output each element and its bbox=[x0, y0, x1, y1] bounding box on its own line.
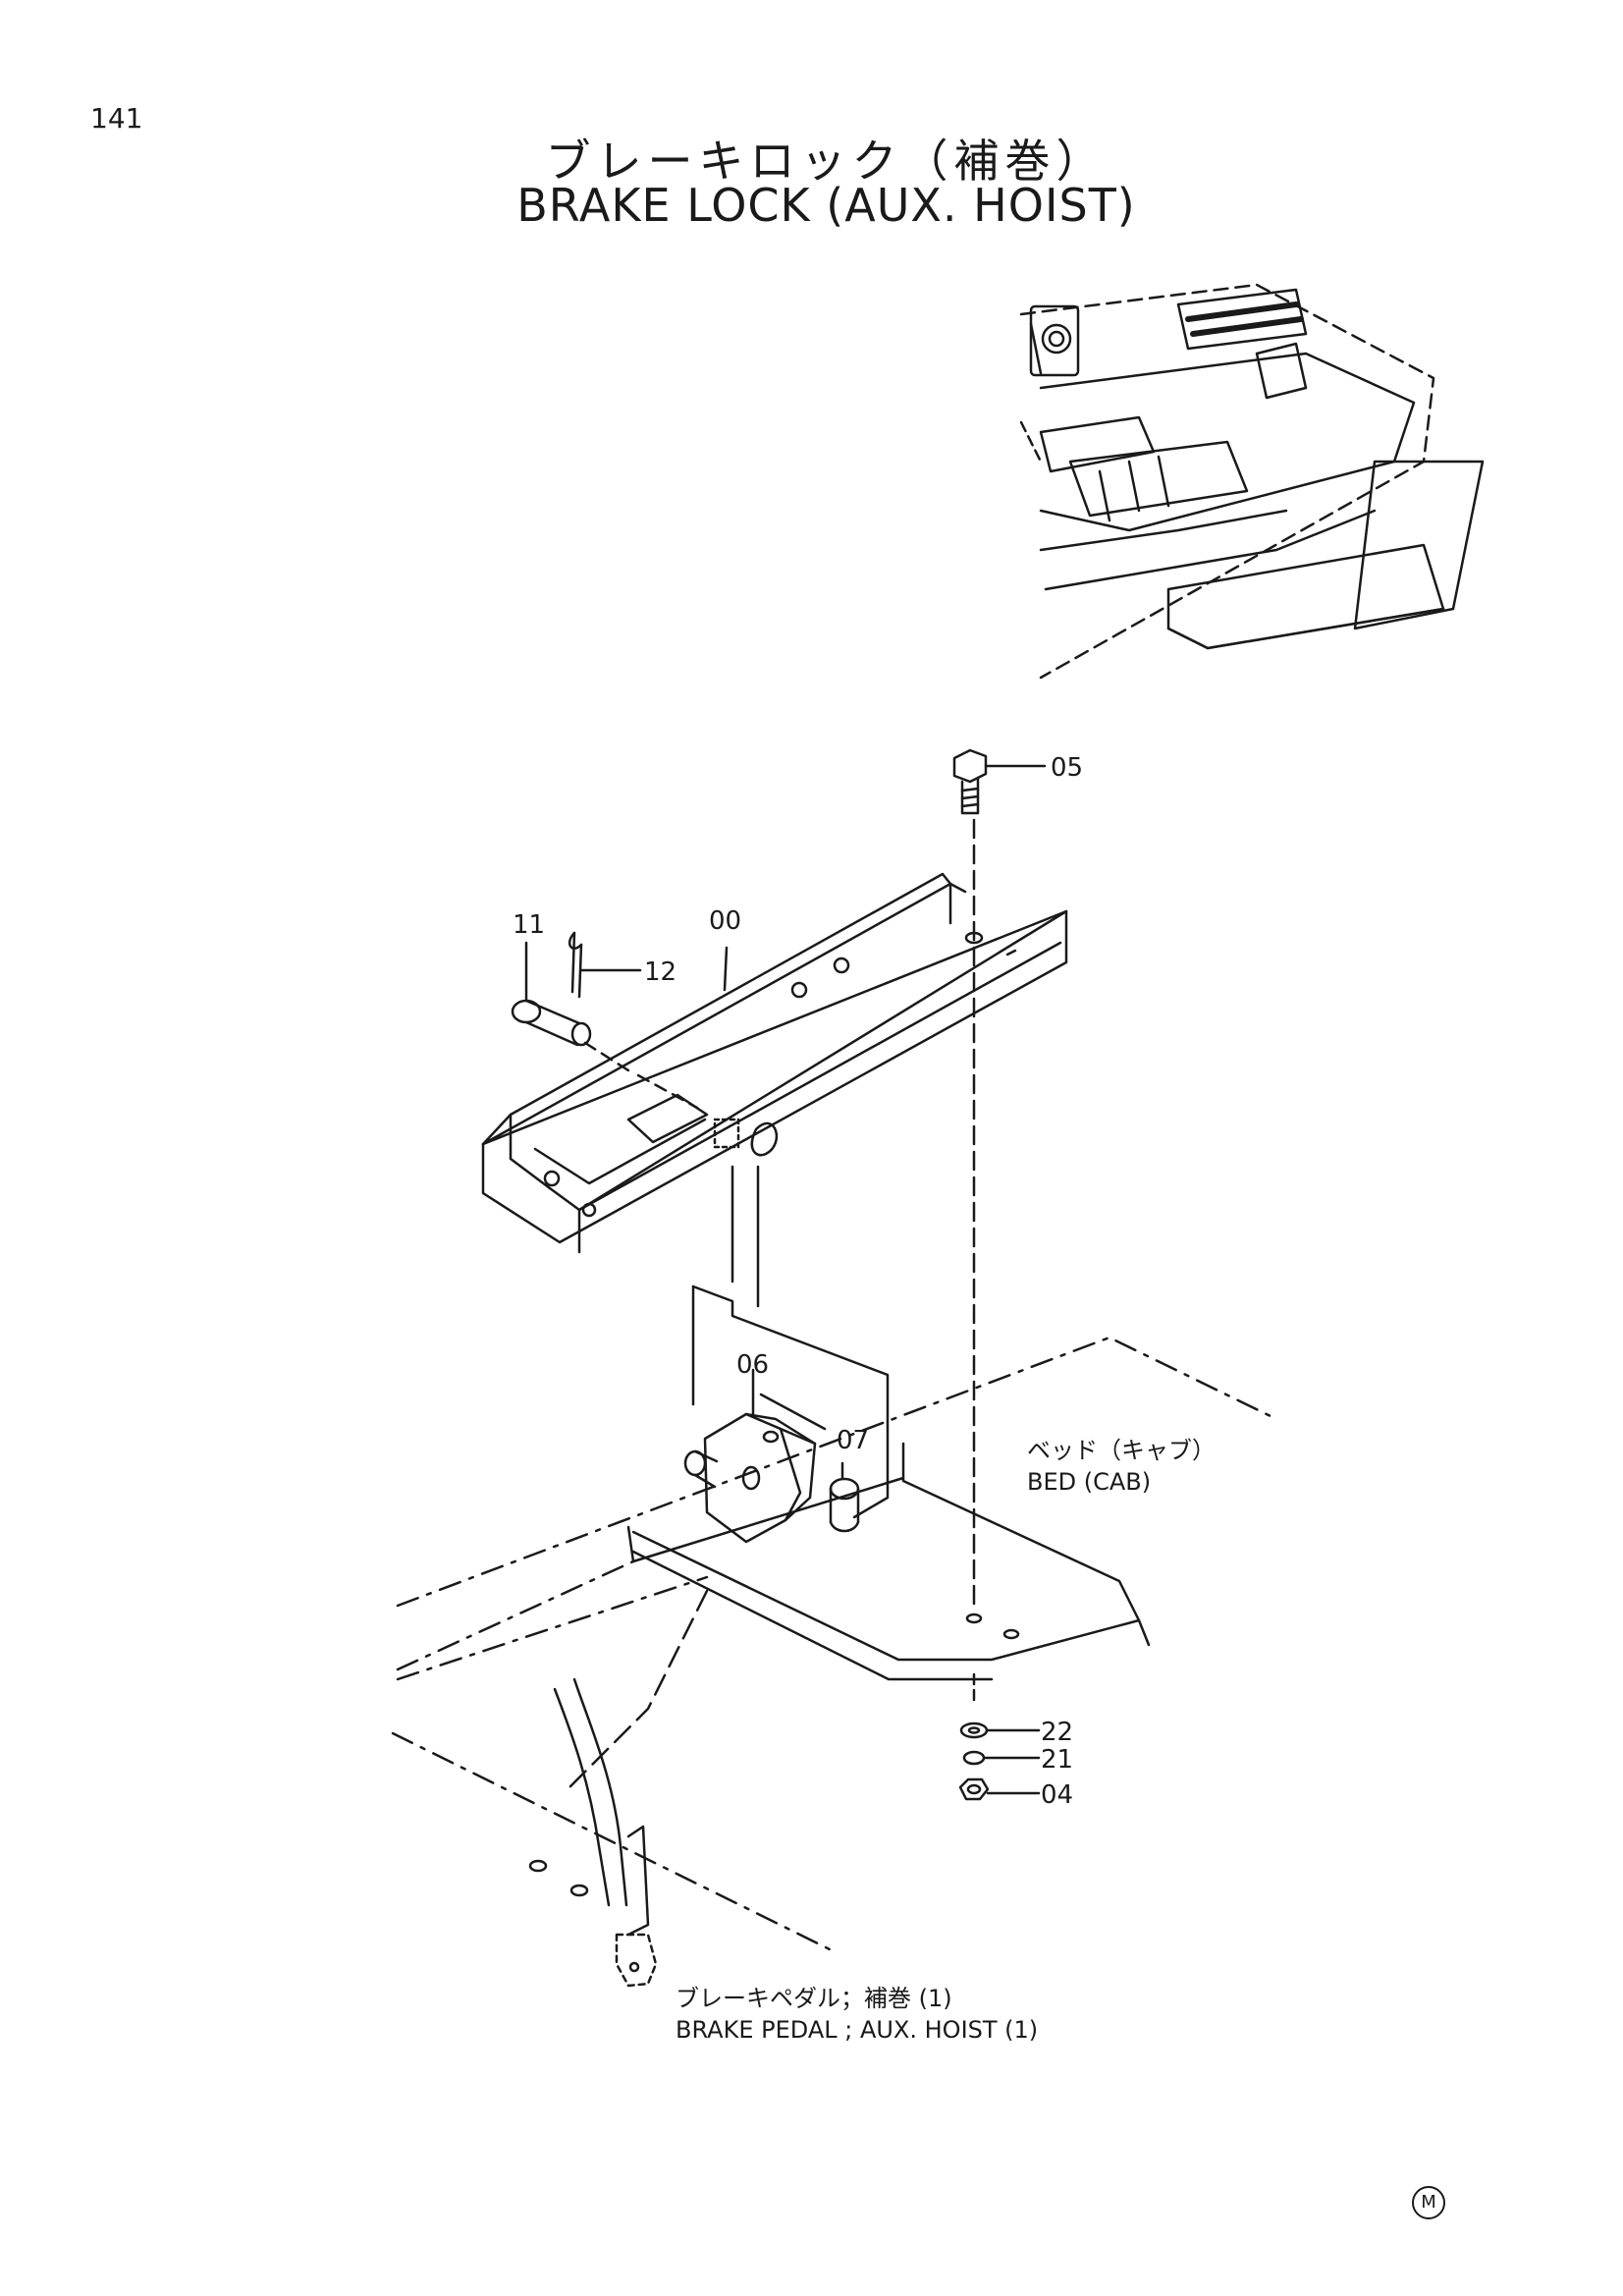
callout-07: 07 bbox=[837, 1426, 869, 1455]
bed-label-english: BED (CAB) bbox=[1027, 1468, 1151, 1496]
leader-00 bbox=[723, 946, 729, 992]
pedal-label-japanese: ブレーキペダル；補巻 (1) bbox=[676, 1985, 952, 2012]
callout-11: 11 bbox=[513, 910, 545, 940]
location-inset bbox=[1019, 283, 1485, 680]
page-title-japanese: ブレーキロック（補巻） bbox=[545, 135, 1108, 188]
link-rod bbox=[730, 1165, 760, 1308]
split-pin-12-drawing bbox=[568, 931, 642, 999]
bed-label-japanese: ベッド（キャブ） bbox=[1027, 1437, 1216, 1464]
callout-12: 12 bbox=[644, 957, 676, 987]
callout-22: 22 bbox=[1041, 1718, 1073, 1747]
callout-21: 21 bbox=[1041, 1745, 1073, 1775]
callout-06: 06 bbox=[736, 1350, 769, 1380]
cab-bed-outline bbox=[391, 1336, 1278, 1988]
page-number: 141 bbox=[90, 102, 143, 135]
pedal-label-english: BRAKE PEDAL ; AUX. HOIST (1) bbox=[676, 2016, 1038, 2044]
page-title-english: BRAKE LOCK (AUX. HOIST) bbox=[516, 179, 1136, 232]
collar-07-drawing bbox=[829, 1461, 860, 1533]
bolt-05-drawing bbox=[952, 748, 1047, 1613]
mounting-plate bbox=[691, 1285, 890, 1519]
callout-05: 05 bbox=[1051, 753, 1083, 783]
corner-mark: M bbox=[1412, 2186, 1445, 2219]
bracket-06-drawing bbox=[683, 1368, 827, 1544]
brake-lock-channel-00 bbox=[481, 872, 1068, 1254]
callout-04: 04 bbox=[1041, 1780, 1073, 1810]
callout-00: 00 bbox=[709, 906, 741, 936]
pin-11-drawing bbox=[511, 941, 699, 1110]
fasteners-22-21-04 bbox=[958, 1672, 1041, 1801]
